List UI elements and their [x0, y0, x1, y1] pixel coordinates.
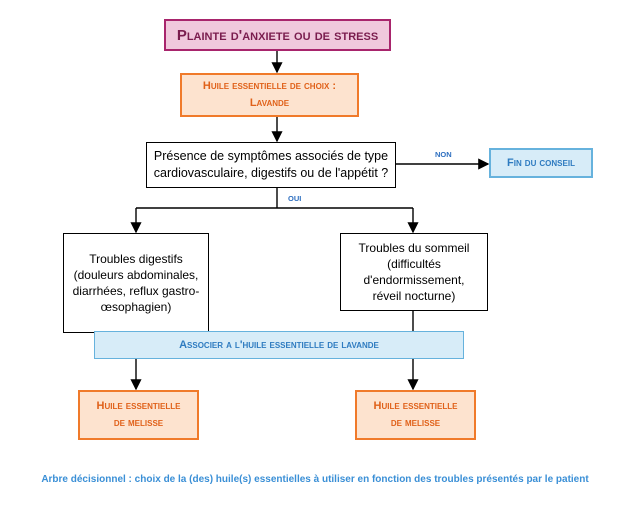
node-melisse-left-line1: Huile essentielle [96, 400, 181, 412]
figure-caption: Arbre décisionnel : choix de la (des) hu… [41, 474, 589, 485]
node-sleep: Troubles du sommeil (difficultés d'endor… [340, 233, 488, 311]
node-question: Présence de symptômes associés de type c… [146, 142, 396, 188]
node-end-text: Fin du conseil [507, 157, 575, 169]
node-melisse-right-line2: de melisse [390, 417, 441, 429]
node-associate-text: Associer a l'huile essentielle de lavand… [179, 339, 379, 351]
node-melisse-right: Huile essentielle de melisse [355, 390, 476, 440]
node-melisse-left: Huile essentielle de melisse [78, 390, 199, 440]
label-yes: OUI [288, 194, 302, 203]
node-sleep-text: Troubles du sommeil (difficultés d'endor… [358, 241, 470, 303]
node-choice: Huile essentielle de choix : Lavande [180, 73, 359, 117]
node-choice-line1: Huile essentielle de choix : [202, 80, 337, 92]
node-associate: Associer a l'huile essentielle de lavand… [94, 331, 464, 359]
node-choice-line2: Lavande [249, 97, 290, 109]
node-digestive: Troubles digestifs (douleurs abdominales… [63, 233, 209, 333]
node-start-text: Plainte d'anxiete ou de stress [176, 26, 379, 44]
label-no: NON [435, 150, 452, 159]
node-melisse-right-line1: Huile essentielle [373, 400, 458, 412]
node-question-text: Présence de symptômes associés de type c… [153, 149, 389, 180]
node-melisse-left-line2: de melisse [113, 417, 164, 429]
node-digestive-text: Troubles digestifs (douleurs abdominales… [72, 252, 200, 314]
node-end: Fin du conseil [489, 148, 593, 178]
node-start: Plainte d'anxiete ou de stress [164, 19, 391, 51]
